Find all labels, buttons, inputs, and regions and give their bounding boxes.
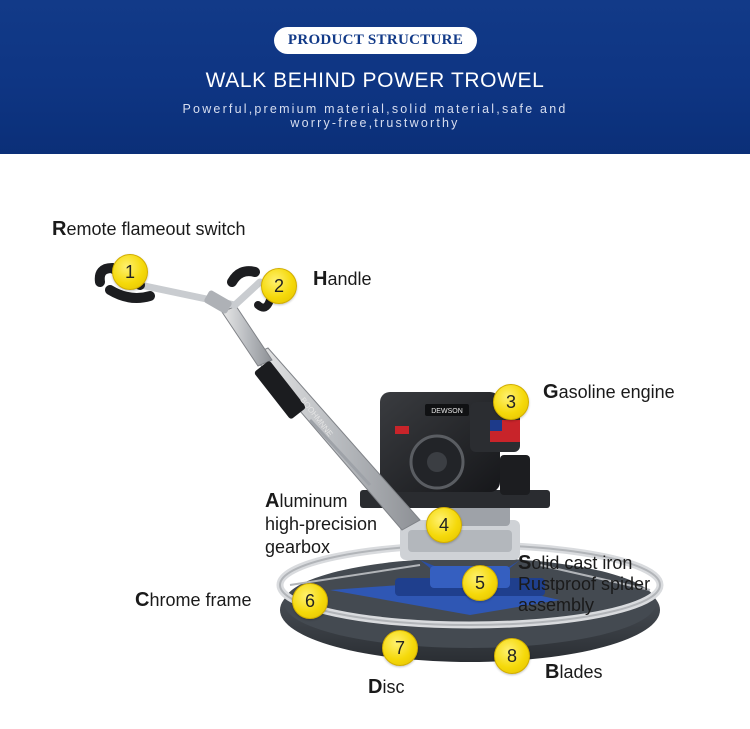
- header-banner: PRODUCT STRUCTURE WALK BEHIND POWER TROW…: [0, 0, 750, 154]
- callout-label-5: Solid cast iron Rustproof spider assembl…: [518, 552, 651, 616]
- callout-badge-2: 2: [261, 268, 297, 304]
- callout-label-4: Aluminum high-precision gearbox: [265, 490, 378, 557]
- callout-badge-6: 6: [292, 583, 328, 619]
- callout-badge-8: 8: [494, 638, 530, 674]
- callout-label-6: Chrome frame: [135, 589, 252, 611]
- callout-badge-5: 5: [462, 565, 498, 601]
- page-subtitle: Powerful,premium material,solid material…: [150, 102, 600, 130]
- callout-label-8: Blades: [545, 661, 603, 683]
- handlebar: [94, 262, 274, 314]
- callout-label-1: Remote flameout switch: [52, 218, 246, 240]
- product-structure-badge: PRODUCT STRUCTURE: [274, 27, 477, 54]
- callout-label-2: Handle: [313, 268, 372, 290]
- gasoline-engine: DEWSON: [380, 392, 530, 495]
- callout-badge-4: 4: [426, 507, 462, 543]
- subtitle-line-2: worry-free,trustworthy: [290, 116, 460, 130]
- callout-label-3: Gasoline engine: [543, 381, 675, 403]
- callout-badge-7: 7: [382, 630, 418, 666]
- engine-brand-label: DEWSON: [431, 408, 463, 415]
- callout-badge-3: 3: [493, 384, 529, 420]
- callout-badge-1: 1: [112, 254, 148, 290]
- power-trowel-illustration: DEWSON BOOHMNNE: [94, 262, 664, 662]
- page-title: WALK BEHIND POWER TROWEL: [205, 69, 545, 92]
- subtitle-line-1: Powerful,premium material,solid material…: [182, 102, 568, 116]
- callout-label-7: Disc: [368, 676, 405, 698]
